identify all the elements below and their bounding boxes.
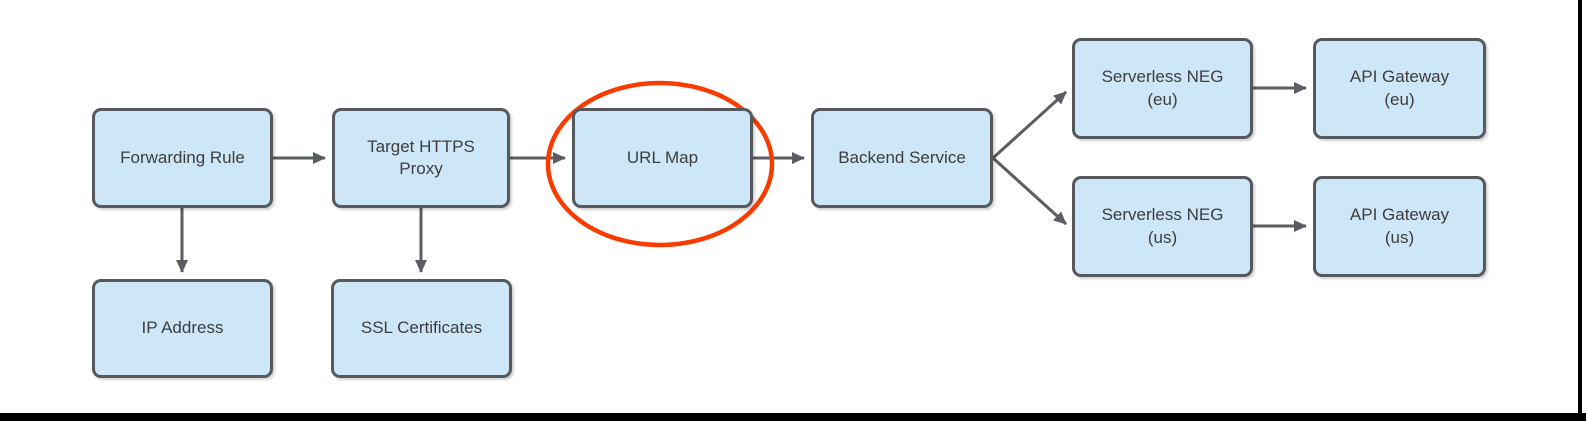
- node-ssl-certificates[interactable]: SSL Certificates: [331, 279, 512, 378]
- node-label: Backend Service: [838, 147, 966, 167]
- node-serverless-neg-eu[interactable]: Serverless NEG (eu): [1072, 38, 1253, 139]
- node-label: Serverless NEG (eu): [1101, 67, 1224, 109]
- node-label: API Gateway (eu): [1349, 67, 1450, 109]
- node-label: SSL Certificates: [360, 318, 483, 338]
- frame-bottom-line: [0, 413, 1586, 421]
- node-label: IP Address: [141, 318, 224, 338]
- edge-backend-service-to-serverless-neg-us: [991, 156, 1068, 226]
- node-label: URL Map: [626, 147, 699, 167]
- node-label: Target HTTPS Proxy: [367, 136, 475, 178]
- node-api-gateway-eu[interactable]: API Gateway (eu): [1313, 38, 1486, 139]
- node-ip-address[interactable]: IP Address: [92, 279, 273, 378]
- node-serverless-neg-us[interactable]: Serverless NEG (us): [1072, 176, 1253, 277]
- node-api-gateway-us[interactable]: API Gateway (us): [1313, 176, 1486, 277]
- frame-right-line: [1578, 0, 1582, 421]
- node-forwarding-rule[interactable]: Forwarding Rule: [92, 108, 273, 208]
- node-label: Serverless NEG (us): [1101, 205, 1224, 247]
- node-url-map[interactable]: URL Map: [572, 108, 753, 208]
- edge-backend-service-to-serverless-neg-eu: [991, 90, 1068, 160]
- node-label: Forwarding Rule: [120, 147, 245, 167]
- node-target-https-proxy[interactable]: Target HTTPS Proxy: [332, 108, 510, 208]
- node-label: API Gateway (us): [1349, 205, 1450, 247]
- node-backend-service[interactable]: Backend Service: [811, 108, 993, 208]
